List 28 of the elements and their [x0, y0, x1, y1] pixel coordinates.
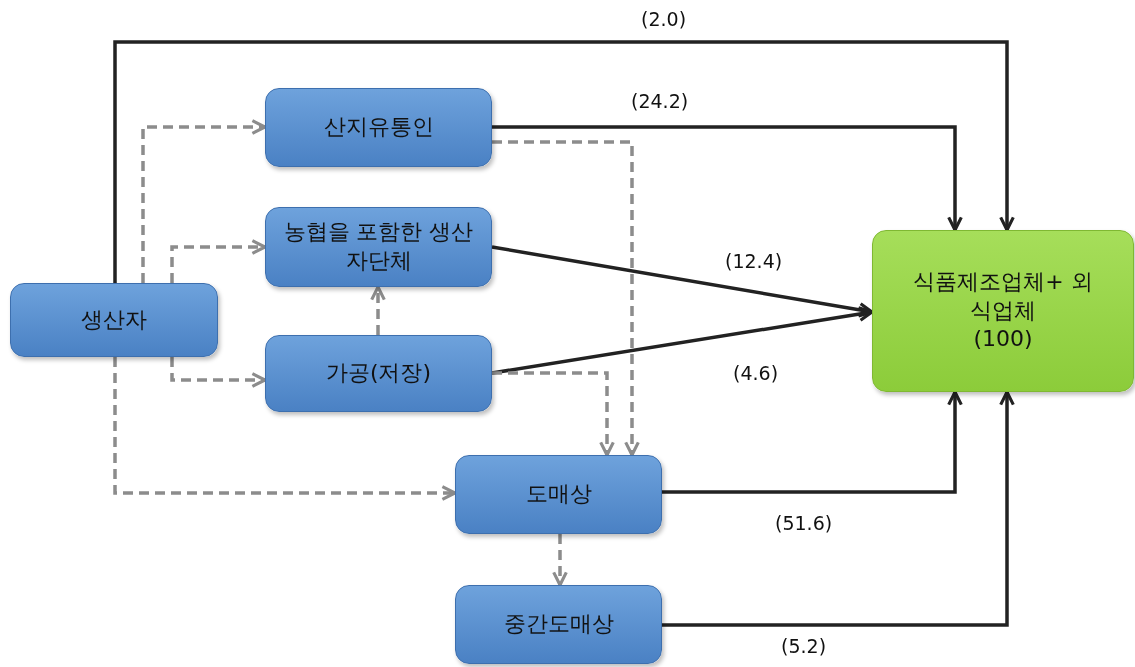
process-box [872, 230, 1134, 392]
node-text: 농협을 포함한 생산자단체 [282, 218, 475, 275]
process-box [455, 455, 662, 534]
process-box [265, 335, 492, 412]
node-text: 가공(저장) [324, 359, 433, 388]
process-box [455, 585, 662, 664]
node-text: 산지유통인 [322, 113, 435, 142]
node-text: 중간도매상 [502, 610, 615, 639]
arrow [662, 390, 1015, 627]
arrow [492, 371, 615, 457]
arrow [370, 285, 386, 335]
node-text: 식품제조업체+ 외식업체 [912, 268, 1094, 325]
node-text: 생산자 [80, 305, 148, 334]
arrow [113, 40, 1015, 283]
arrow [492, 125, 963, 232]
arrow [662, 390, 963, 494]
arrow [141, 119, 267, 283]
arrow [170, 357, 267, 388]
process-box [265, 88, 492, 167]
arrow [492, 140, 640, 457]
arrow [552, 534, 568, 587]
arrow [170, 239, 267, 283]
process-box [10, 283, 218, 357]
arrow [113, 357, 457, 501]
arrow [491, 245, 874, 318]
process-box [265, 207, 492, 287]
node-text: (100) [972, 325, 1034, 354]
node-text: 도매상 [524, 480, 593, 509]
